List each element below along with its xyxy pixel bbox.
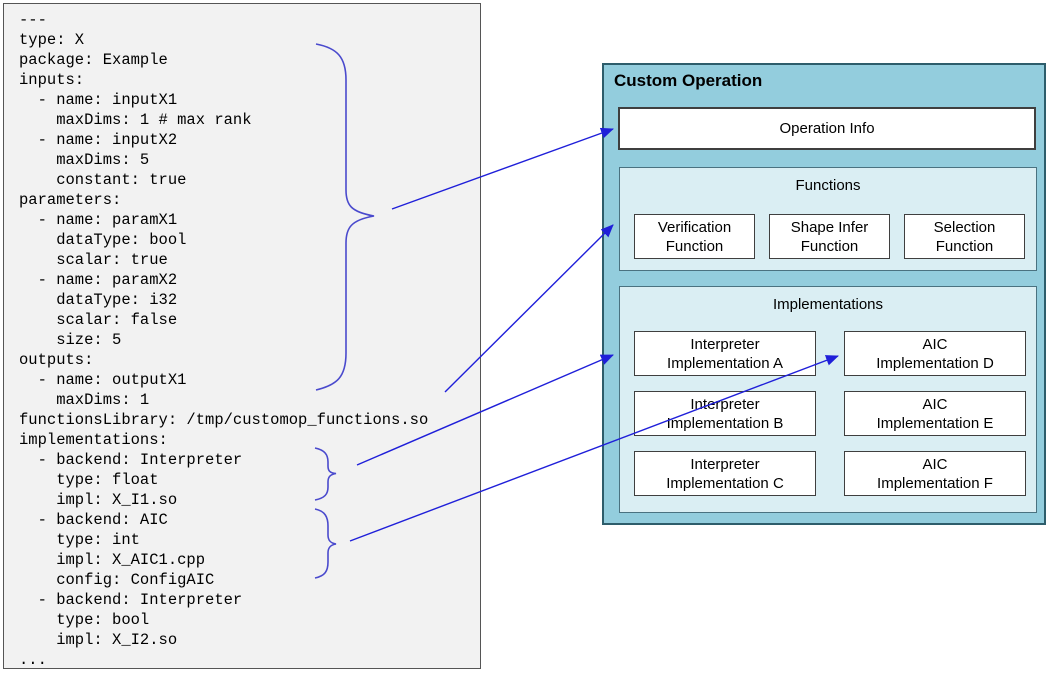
implementations-section: Implementations Interpreter Implementati… xyxy=(619,286,1037,513)
interpreter-implementation-c-box: Interpreter Implementation C xyxy=(634,451,816,496)
shape-infer-function-box: Shape Infer Function xyxy=(769,214,890,259)
operation-info-box: Operation Info xyxy=(618,107,1036,150)
aic-implementation-e-box: AIC Implementation E xyxy=(844,391,1026,436)
functions-section: Functions Verification Function Shape In… xyxy=(619,167,1037,271)
interpreter-implementation-a-box: Interpreter Implementation A xyxy=(634,331,816,376)
selection-function-box: Selection Function xyxy=(904,214,1025,259)
aic-implementation-f-box: AIC Implementation F xyxy=(844,451,1026,496)
functions-section-title: Functions xyxy=(795,177,861,194)
aic-implementation-d-box: AIC Implementation D xyxy=(844,331,1026,376)
custom-operation-title: Custom Operation xyxy=(614,71,763,90)
yaml-config-panel: --- type: X package: Example inputs: - n… xyxy=(3,3,481,669)
interpreter-implementation-b-box: Interpreter Implementation B xyxy=(634,391,816,436)
yaml-code: --- type: X package: Example inputs: - n… xyxy=(19,11,429,669)
custom-operation-panel: Custom Operation Operation Info Function… xyxy=(602,63,1046,525)
implementations-section-title: Implementations xyxy=(772,296,884,313)
verification-function-box: Verification Function xyxy=(634,214,755,259)
